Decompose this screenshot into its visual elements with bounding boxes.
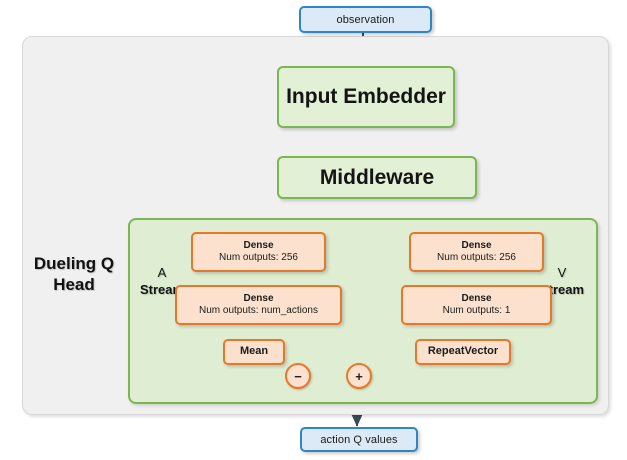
v-dense1-subtitle: Num outputs: 256 [437,252,516,263]
input-embedder-node[interactable]: Input Embedder [277,66,455,128]
add-symbol: + [355,368,363,384]
action-q-values-node[interactable]: action Q values [300,427,418,452]
a-stream-dense-num-actions-node[interactable]: Dense Num outputs: num_actions [175,285,342,325]
a-dense1-title: Dense [243,239,274,251]
mean-label: Mean [239,345,269,358]
v-dense2-title: Dense [461,292,492,304]
head-title-line2: Head [53,275,95,295]
a-stream-line1: A [157,265,167,280]
subtract-operator-node[interactable]: − [285,363,311,389]
v-stream-line1: V [557,265,567,280]
observation-node[interactable]: observation [299,6,432,33]
middleware-node[interactable]: Middleware [277,156,477,199]
middleware-label: Middleware [319,165,435,189]
repeatvector-node[interactable]: RepeatVector [415,339,511,365]
repeatvector-label: RepeatVector [427,345,499,358]
a-dense2-title: Dense [243,292,274,304]
head-title-line1: Dueling Q [33,254,115,273]
input-embedder-label: Input Embedder [286,85,446,108]
v-dense1-title: Dense [461,239,492,251]
a-stream-label: A Stream [135,265,189,299]
mean-node[interactable]: Mean [223,339,285,365]
a-dense1-subtitle: Num outputs: 256 [219,252,298,263]
subtract-symbol: − [294,368,302,384]
v-stream-dense-1-node[interactable]: Dense Num outputs: 1 [401,285,552,325]
observation-label: observation [336,13,395,26]
v-stream-dense-256-node[interactable]: Dense Num outputs: 256 [409,232,544,272]
dueling-q-head-title: Dueling Q Head [24,253,124,296]
action-q-values-label: action Q values [320,433,398,446]
a-stream-dense-256-node[interactable]: Dense Num outputs: 256 [191,232,326,272]
add-operator-node[interactable]: + [346,363,372,389]
v-dense2-subtitle: Num outputs: 1 [442,305,511,316]
a-stream-line2: Stream [139,281,185,297]
a-dense2-subtitle: Num outputs: num_actions [199,305,318,316]
